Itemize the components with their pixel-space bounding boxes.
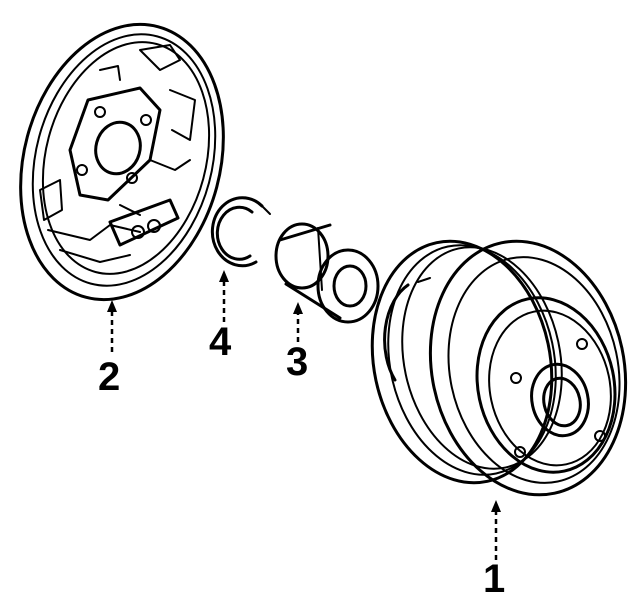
backing-plate bbox=[19, 22, 225, 302]
callout-4: 4 bbox=[209, 320, 232, 364]
callout-2: 2 bbox=[98, 355, 120, 399]
snap-ring bbox=[210, 196, 271, 268]
leader-lines bbox=[107, 270, 501, 560]
callout-3: 3 bbox=[286, 340, 308, 384]
callout-1: 1 bbox=[483, 557, 505, 601]
brake-drum bbox=[370, 239, 628, 497]
bearing bbox=[274, 222, 380, 324]
